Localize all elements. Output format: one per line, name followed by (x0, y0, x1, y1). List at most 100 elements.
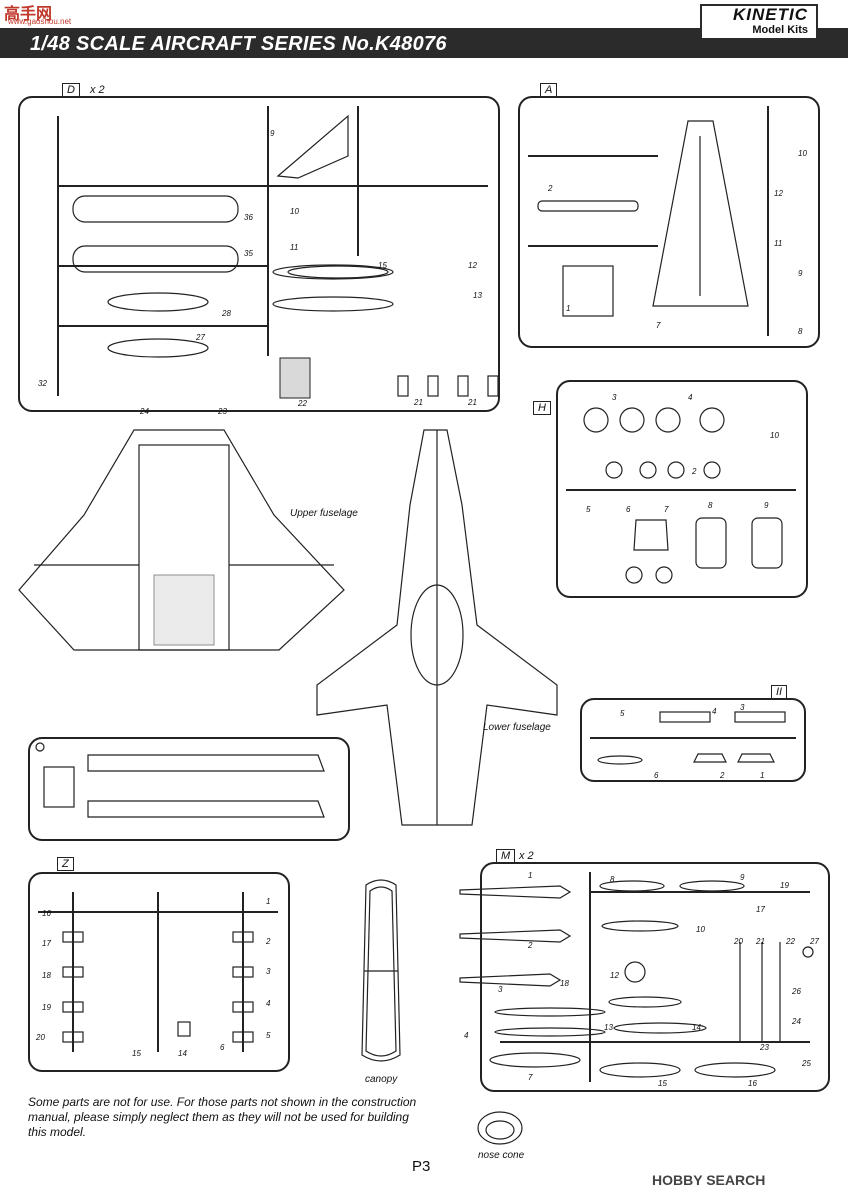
svg-text:10: 10 (696, 925, 705, 934)
svg-text:16: 16 (42, 909, 51, 918)
svg-text:23: 23 (217, 407, 227, 416)
sprue-h-tag: H (533, 401, 551, 415)
svg-text:1: 1 (566, 304, 570, 313)
svg-text:15: 15 (378, 261, 387, 270)
footer-source-logo: HOBBY SEARCH (652, 1172, 766, 1188)
svg-text:1: 1 (528, 871, 532, 880)
svg-text:9: 9 (740, 873, 745, 882)
svg-text:6: 6 (626, 505, 631, 514)
svg-text:11: 11 (290, 243, 298, 252)
svg-text:3: 3 (612, 393, 617, 402)
sprue-m-tag: M (496, 849, 516, 863)
svg-text:22: 22 (297, 399, 307, 408)
svg-text:10: 10 (770, 431, 779, 440)
page-number: P3 (412, 1158, 431, 1175)
svg-text:25: 25 (801, 1059, 811, 1068)
lower-fuselage-drawing (316, 429, 558, 826)
sprue-z-parts: 16 17 18 19 20 1 2 3 4 5 15 14 6 (35, 892, 278, 1058)
svg-text:27: 27 (195, 333, 205, 342)
svg-text:7: 7 (664, 505, 669, 514)
sprue-h-frame (556, 380, 808, 598)
svg-text:17: 17 (756, 905, 765, 914)
svg-text:17: 17 (42, 939, 51, 948)
svg-text:20: 20 (733, 937, 743, 946)
svg-text:4: 4 (688, 393, 693, 402)
svg-text:2: 2 (527, 941, 533, 950)
sprue-m-multiplier: x 2 (519, 850, 534, 862)
svg-text:7: 7 (528, 1073, 533, 1082)
brand-logo: KINETIC Model Kits (700, 4, 818, 40)
nose-cone-caption: nose cone (478, 1150, 525, 1161)
svg-text:36: 36 (244, 213, 253, 222)
sprue-a-parts: 2 1 7 10 12 11 9 8 (528, 106, 807, 336)
svg-text:6: 6 (220, 1043, 225, 1052)
sprue-d-frame (18, 96, 500, 412)
svg-text:12: 12 (610, 971, 619, 980)
sprue-z-frame (28, 872, 290, 1072)
svg-text:3: 3 (266, 967, 271, 976)
page-title: 1/48 SCALE AIRCRAFT SERIES No.K48076 (30, 33, 447, 55)
svg-text:19: 19 (42, 1003, 51, 1012)
svg-text:9: 9 (764, 501, 769, 510)
svg-text:7: 7 (656, 321, 661, 330)
svg-text:2: 2 (265, 937, 271, 946)
svg-text:1: 1 (760, 771, 764, 780)
svg-text:11: 11 (774, 239, 782, 248)
sprue-ii-parts: 5 4 3 6 2 1 (590, 703, 796, 780)
svg-text:20: 20 (35, 1033, 45, 1042)
svg-text:23: 23 (759, 1043, 769, 1052)
svg-text:13: 13 (604, 1023, 613, 1032)
svg-text:22: 22 (785, 937, 795, 946)
brand-subtitle: Model Kits (752, 24, 808, 36)
svg-text:15: 15 (658, 1079, 667, 1088)
svg-text:15: 15 (132, 1049, 141, 1058)
svg-text:32: 32 (38, 379, 47, 388)
svg-text:6: 6 (654, 771, 659, 780)
svg-text:2: 2 (691, 467, 697, 476)
svg-text:8: 8 (610, 875, 615, 884)
svg-text:9: 9 (798, 269, 803, 278)
svg-text:24: 24 (791, 1017, 801, 1026)
sprue-m-parts: 1 2 3 4 7 8 9 10 12 13 14 15 16 17 18 19… (459, 871, 819, 1088)
svg-text:13: 13 (473, 291, 482, 300)
svg-text:1: 1 (266, 897, 270, 906)
upper-fuselage-caption: Upper fuselage (290, 508, 358, 519)
svg-text:16: 16 (748, 1079, 757, 1088)
sprue-intake-frame (28, 737, 350, 841)
svg-text:10: 10 (290, 207, 299, 216)
usage-note: Some parts are not for use. For those pa… (28, 1095, 417, 1139)
sprue-h-parts: 3 4 10 2 5 6 7 8 9 (566, 393, 796, 584)
canopy-drawing (361, 879, 401, 1062)
svg-text:4: 4 (464, 1031, 469, 1040)
lower-fuselage-caption: Lower fuselage (483, 722, 551, 733)
svg-text:3: 3 (740, 703, 745, 712)
sprue-ii-frame (580, 698, 806, 782)
svg-text:5: 5 (620, 709, 625, 718)
svg-text:21: 21 (413, 398, 423, 407)
watermark-url: www.gaoshou.net (8, 17, 72, 26)
sprue-a-frame (518, 96, 820, 348)
sprue-a-tag: A (540, 83, 558, 97)
svg-text:2: 2 (547, 184, 553, 193)
svg-text:8: 8 (708, 501, 713, 510)
sprue-d-tag: D (62, 83, 80, 97)
upper-fuselage-drawing (18, 429, 345, 651)
svg-text:35: 35 (244, 249, 253, 258)
svg-text:5: 5 (586, 505, 591, 514)
svg-text:5: 5 (266, 1031, 271, 1040)
svg-text:4: 4 (712, 707, 717, 716)
svg-text:2: 2 (719, 771, 725, 780)
svg-text:10: 10 (798, 149, 807, 158)
svg-text:24: 24 (139, 407, 149, 416)
sprue-z-tag: Z (57, 857, 74, 871)
svg-text:9: 9 (270, 129, 275, 138)
svg-text:12: 12 (468, 261, 477, 270)
svg-text:18: 18 (42, 971, 51, 980)
canopy-caption: canopy (365, 1074, 398, 1085)
svg-text:19: 19 (780, 881, 789, 890)
nose-cone-drawing (477, 1111, 523, 1145)
sprue-d-multiplier: x 2 (90, 84, 105, 96)
svg-text:26: 26 (791, 987, 801, 996)
svg-text:18: 18 (560, 979, 569, 988)
svg-text:4: 4 (266, 999, 271, 1008)
